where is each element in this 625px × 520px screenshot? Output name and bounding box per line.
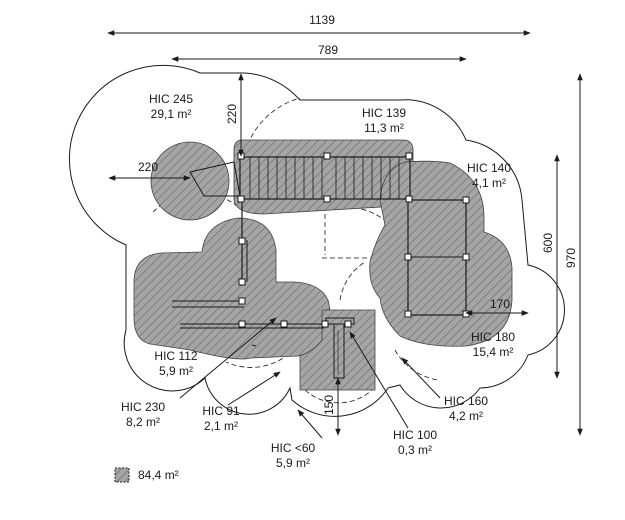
leader-lines [179, 317, 441, 439]
impact-area-middle [133, 217, 332, 360]
dim-inner-width: 789 [318, 43, 338, 57]
impact-area-right [369, 160, 513, 347]
zone-label-area: 15,4 m² [473, 345, 514, 359]
zone-labels: HIC 245 29,1 m² HIC 139 11,3 m² HIC 140 … [121, 92, 515, 470]
zone-label-hic: HIC <60 [271, 441, 316, 455]
legend: 84,4 m² [114, 466, 179, 484]
dim-inner-depth: 600 [541, 233, 555, 253]
zone-label-hic: HIC 100 [393, 428, 437, 442]
zone-label-area: 11,3 m² [364, 121, 404, 135]
zone-label-area: 4,2 m² [449, 409, 483, 423]
zone-label-area: 8,2 m² [126, 415, 160, 429]
dim-top-clearance: 220 [225, 104, 239, 124]
zone-label-hic: HIC 112 [154, 349, 197, 363]
legend-area: 84,4 m² [138, 468, 179, 482]
dim-total-depth: 970 [564, 248, 578, 268]
dim-total-width: 1139 [309, 13, 335, 27]
bridge-slats [249, 157, 400, 199]
zone-label-hic: HIC 245 [149, 92, 193, 106]
zone-label-hic: HIC 140 [467, 161, 511, 175]
zone-label-hic: HIC 160 [444, 394, 488, 408]
zone-label-area: 29,1 m² [151, 107, 192, 121]
zone-label-hic: HIC 180 [471, 330, 515, 344]
zone-label-area: 5,9 m² [159, 364, 193, 378]
zone-label-area: 4,1 m² [472, 176, 506, 190]
zone-label-hic: HIC 139 [362, 106, 406, 120]
dim-right-clearance: 170 [490, 297, 510, 311]
dim-bottom-clearance: 150 [322, 395, 336, 415]
zone-label-hic: HIC 91 [202, 404, 240, 418]
free-space-outline [68, 64, 565, 417]
dim-left-clearance: 220 [138, 160, 158, 174]
legend-hatch-icon [114, 467, 130, 483]
zone-label-area: 2,1 m² [204, 419, 238, 433]
dimension-lines [107, 30, 583, 436]
zone-label-area: 5,9 m² [276, 456, 310, 470]
zone-label-area: 0,3 m² [398, 443, 432, 457]
zone-label-hic: HIC 230 [121, 400, 165, 414]
impact-area-circle-left [150, 141, 230, 221]
